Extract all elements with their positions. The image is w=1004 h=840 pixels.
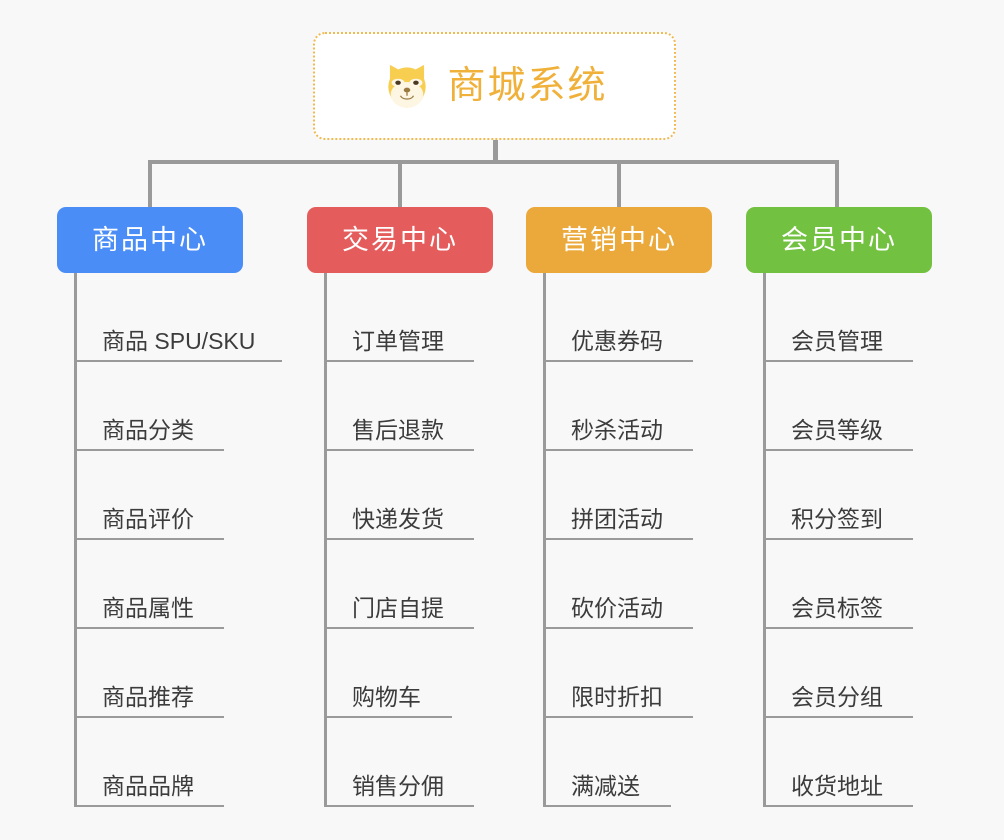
leaf-underline — [763, 449, 913, 451]
leaf-label: 限时折扣 — [571, 684, 663, 710]
leaf-underline — [324, 360, 474, 362]
branch-node-member-center[interactable]: 会员中心 — [746, 207, 932, 273]
leaf-label: 商品推荐 — [102, 684, 194, 710]
branch-label: 商品中心 — [92, 224, 208, 255]
branch-node-product-center[interactable]: 商品中心 — [57, 207, 243, 273]
leaf-underline — [763, 805, 913, 807]
leaf-underline — [74, 449, 224, 451]
leaf-node[interactable]: 优惠券码 — [543, 273, 693, 362]
leaf-node[interactable]: 会员标签 — [763, 540, 913, 629]
leaf-node[interactable]: 销售分佣 — [324, 718, 474, 807]
leaf-label: 商品属性 — [102, 595, 194, 621]
leaf-label: 满减送 — [571, 773, 640, 799]
leaf-label: 售后退款 — [352, 417, 444, 443]
leaf-node[interactable]: 商品属性 — [74, 540, 224, 629]
leaf-spine — [543, 273, 546, 807]
leaf-underline — [74, 805, 224, 807]
leaf-underline — [763, 538, 913, 540]
leaf-label: 会员标签 — [791, 595, 883, 621]
root-label: 商城系统 — [447, 65, 608, 107]
leaf-underline — [324, 716, 452, 718]
leaf-underline — [324, 538, 474, 540]
leaf-node[interactable]: 积分签到 — [763, 451, 913, 540]
connector-drop-trade-center — [398, 160, 402, 207]
leaf-node[interactable]: 收货地址 — [763, 718, 913, 807]
leaf-underline — [74, 627, 224, 629]
leaf-label: 会员管理 — [791, 328, 883, 354]
leaf-label: 销售分佣 — [352, 773, 444, 799]
leaf-node[interactable]: 门店自提 — [324, 540, 474, 629]
leaf-node[interactable]: 商品 SPU/SKU — [74, 273, 282, 362]
leaf-spine — [74, 273, 77, 807]
leaf-label: 商品品牌 — [102, 773, 194, 799]
connector-horizontal-bus — [148, 160, 839, 164]
leaf-label: 快递发货 — [352, 506, 444, 532]
leaf-spine — [763, 273, 766, 807]
branch-label: 交易中心 — [342, 224, 458, 255]
leaf-node[interactable]: 订单管理 — [324, 273, 474, 362]
leaf-underline — [543, 538, 693, 540]
connector-drop-marketing-center — [617, 160, 621, 207]
leaf-label: 优惠券码 — [571, 328, 663, 354]
leaf-underline — [543, 805, 671, 807]
leaf-label: 订单管理 — [352, 328, 444, 354]
leaf-node[interactable]: 砍价活动 — [543, 540, 693, 629]
leaf-label: 积分签到 — [791, 506, 883, 532]
leaf-label: 商品评价 — [102, 506, 194, 532]
leaf-label: 拼团活动 — [571, 506, 663, 532]
leaf-node[interactable]: 商品品牌 — [74, 718, 224, 807]
leaf-underline — [324, 449, 474, 451]
leaf-node[interactable]: 商品分类 — [74, 362, 224, 451]
connector-root-stem — [493, 140, 498, 163]
leaf-underline — [543, 449, 693, 451]
leaf-label: 收货地址 — [791, 773, 883, 799]
leaf-node[interactable]: 快递发货 — [324, 451, 474, 540]
connector-drop-member-center — [835, 160, 839, 207]
leaf-label: 秒杀活动 — [571, 417, 663, 443]
leaf-label: 会员分组 — [791, 684, 883, 710]
leaf-spine — [324, 273, 327, 807]
leaf-underline — [543, 716, 693, 718]
leaf-underline — [763, 360, 913, 362]
leaf-label: 商品 SPU/SKU — [102, 328, 256, 354]
leaf-node[interactable]: 购物车 — [324, 629, 452, 718]
leaf-node[interactable]: 售后退款 — [324, 362, 474, 451]
leaf-node[interactable]: 秒杀活动 — [543, 362, 693, 451]
branch-label: 营销中心 — [561, 224, 677, 255]
leaf-label: 会员等级 — [791, 417, 883, 443]
leaf-node[interactable]: 会员分组 — [763, 629, 913, 718]
leaf-underline — [324, 805, 474, 807]
leaf-label: 商品分类 — [102, 417, 194, 443]
branch-label: 会员中心 — [781, 224, 897, 255]
branch-node-marketing-center[interactable]: 营销中心 — [526, 207, 712, 273]
leaf-node[interactable]: 会员等级 — [763, 362, 913, 451]
leaf-underline — [74, 538, 224, 540]
leaf-node[interactable]: 满减送 — [543, 718, 671, 807]
connector-drop-product-center — [148, 160, 152, 207]
branch-node-trade-center[interactable]: 交易中心 — [307, 207, 493, 273]
leaf-node[interactable]: 商品推荐 — [74, 629, 224, 718]
shiba-dog-face-icon — [388, 64, 427, 108]
leaf-node[interactable]: 商品评价 — [74, 451, 224, 540]
leaf-label: 砍价活动 — [571, 595, 663, 621]
leaf-underline — [763, 627, 913, 629]
leaf-node[interactable]: 拼团活动 — [543, 451, 693, 540]
leaf-label: 购物车 — [352, 684, 421, 710]
leaf-node[interactable]: 会员管理 — [763, 273, 913, 362]
leaf-node[interactable]: 限时折扣 — [543, 629, 693, 718]
leaf-underline — [543, 360, 693, 362]
leaf-label: 门店自提 — [352, 595, 444, 621]
leaf-underline — [543, 627, 693, 629]
leaf-underline — [74, 716, 224, 718]
leaf-underline — [74, 360, 282, 362]
root-node[interactable]: 商城系统 — [313, 32, 676, 140]
leaf-underline — [763, 716, 913, 718]
leaf-underline — [324, 627, 474, 629]
